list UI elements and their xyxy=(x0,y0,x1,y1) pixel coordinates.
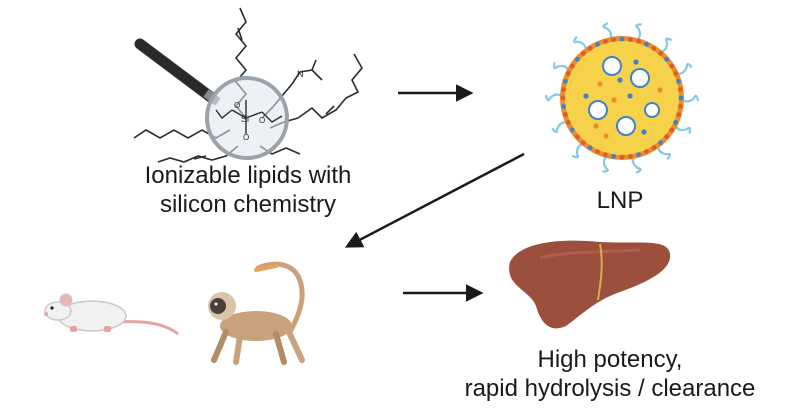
lipid-core-detail xyxy=(215,100,283,134)
lipid-label: Ionizable lipids with silicon chemistry xyxy=(118,161,378,219)
lnp-rim-dot xyxy=(580,51,586,56)
lnp-rim-dot xyxy=(658,140,664,145)
lnp-peg-strands xyxy=(544,22,700,174)
lnp-strand xyxy=(602,153,610,173)
lnp-rim-dot xyxy=(575,56,580,62)
outcome-label-line2: rapid hydrolysis / clearance xyxy=(464,375,756,402)
lnp-rim-dot xyxy=(569,63,575,69)
lnp-rim-dot xyxy=(651,45,657,51)
magnifying-glass-icon xyxy=(134,38,289,160)
lnp-inner-dot xyxy=(617,77,623,83)
lnp-rim-dot xyxy=(651,145,657,151)
lnp-rim-dot xyxy=(644,41,649,47)
lnp-rim-dot xyxy=(677,87,683,93)
lnp-rim-dot xyxy=(565,71,571,76)
lnp-rim-dot xyxy=(595,149,600,155)
nitrogen-atom: N xyxy=(297,69,304,79)
lnp-rim-dot xyxy=(580,140,586,145)
lnp-strand xyxy=(656,143,671,160)
lnp-strand xyxy=(602,22,613,43)
lnp-rim-dot xyxy=(676,78,682,84)
lnp-inner-dot xyxy=(627,93,633,99)
lnp-rim-dot xyxy=(602,152,608,158)
lnp-rim-dot xyxy=(664,56,669,62)
lnp-rim-dot xyxy=(664,134,669,140)
lnp-inner-dot xyxy=(583,93,589,99)
lnp-rim-dot xyxy=(627,153,633,159)
lnp-strand xyxy=(573,36,588,53)
lnp-particle-icon xyxy=(544,22,700,174)
lnp-inner-dot xyxy=(593,123,599,129)
lnp-label: LNP xyxy=(596,187,644,214)
lnp-rim-dot xyxy=(561,103,567,109)
lnp-rim-dot xyxy=(619,154,625,160)
lipid-label-line1: Ionizable lipids with xyxy=(144,162,352,189)
lnp-rim-dot xyxy=(602,38,608,44)
lnp-strand xyxy=(631,153,642,174)
lnp-rim-dot xyxy=(562,78,568,84)
lnp-rim-dot xyxy=(619,36,625,42)
lnp-rim-dot xyxy=(562,112,568,118)
lnp-strand xyxy=(673,62,693,75)
lnp-rim-dot xyxy=(565,120,571,125)
lnp-inner-dot xyxy=(633,59,639,65)
lnp-rim-dot xyxy=(561,87,567,93)
lnp-rim-dot xyxy=(636,38,642,44)
lnp-rim-dot xyxy=(676,112,682,118)
lnp-rim-dot xyxy=(658,51,664,56)
lnp-vesicles xyxy=(588,56,660,136)
lnp-inner-dot xyxy=(641,129,647,135)
lnp-rim-dot xyxy=(587,45,593,51)
lnp-strand xyxy=(679,94,700,103)
lnp-rim-dot xyxy=(627,37,633,43)
lnp-rim-dot xyxy=(569,127,575,133)
lnp-strand xyxy=(657,37,673,54)
lnp-rim-dot xyxy=(611,153,617,159)
lnp-rim-dot xyxy=(673,71,679,76)
mouse-icon xyxy=(44,293,179,336)
arrow-lnp-to-animals xyxy=(344,152,525,248)
lnp-rim-dot xyxy=(677,103,683,109)
lnp-inner-dot xyxy=(657,87,663,93)
lnp-inner-dot xyxy=(603,133,609,139)
lnp-rim-dot xyxy=(595,41,600,47)
oxygen-atom: O xyxy=(234,101,240,110)
lnp-inner-dots xyxy=(583,59,663,139)
oxygen-atom: O xyxy=(259,116,265,125)
lnp-rim-dot xyxy=(673,120,679,125)
lnp-rim-dot xyxy=(587,145,593,151)
lnp-strand xyxy=(544,93,565,102)
lipid-label-line2: silicon chemistry xyxy=(159,191,337,218)
liver-icon xyxy=(509,240,671,329)
lnp-rim-dot xyxy=(669,63,675,69)
lnp-strand xyxy=(552,62,571,74)
monkey-icon xyxy=(208,261,305,365)
lnp-rim-dots xyxy=(560,36,684,160)
lnp-rim-dot xyxy=(644,149,649,155)
lnp-rim-dot xyxy=(575,134,580,140)
lnp-rim-dot xyxy=(669,127,675,133)
lnp-strand xyxy=(673,122,692,134)
lnp-rim-dot xyxy=(560,95,566,101)
lnp-strand xyxy=(551,121,571,134)
outcome-label: High potency, rapid hydrolysis / clearan… xyxy=(430,345,790,403)
outcome-label-line1: High potency, xyxy=(537,346,683,373)
lnp-rim-dot xyxy=(611,37,617,43)
silicon-atom: Si xyxy=(241,114,249,124)
lnp-inner-dot xyxy=(611,97,617,103)
lnp-strand xyxy=(634,23,642,43)
lnp-inner-dot xyxy=(597,81,603,87)
oxygen-atom: O xyxy=(243,133,249,142)
lnp-rim-dot xyxy=(636,152,642,158)
lnp-rim-dot xyxy=(678,95,684,101)
lnp-strand xyxy=(571,142,587,159)
